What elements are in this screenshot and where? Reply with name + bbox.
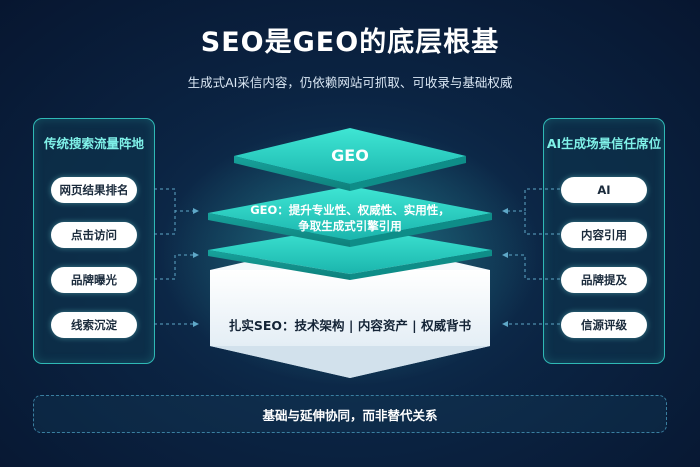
left-item-click: 点击访问 (51, 222, 137, 248)
right-panel-title: AI生成场景信任席位 (546, 136, 662, 151)
right-item-brand-mention: 品牌提及 (561, 267, 647, 293)
left-item-exposure: 品牌曝光 (51, 267, 137, 293)
geo-middle-line1: GEO：提升专业性、权威性、实用性， (250, 203, 450, 217)
right-item-source-rating: 信源评级 (561, 312, 647, 338)
left-panel: 传统搜索流量阵地 网页结果排名 点击访问 品牌曝光 线索沉淀 (33, 118, 155, 364)
right-item-citation: 内容引用 (561, 222, 647, 248)
right-connectors (502, 188, 560, 327)
geo-layer-top (234, 128, 466, 191)
geo-layer-lower (208, 226, 492, 280)
left-item-ranking: 网页结果排名 (51, 177, 137, 203)
page-title: SEO是GEO的底层根基 (200, 27, 500, 58)
footer-banner: 基础与延伸协同，而非替代关系 (33, 395, 667, 433)
geo-layer-middle (208, 186, 492, 247)
seo-base-label: 扎实SEO：技术架构 | 内容资产 | 权威背书 (228, 318, 472, 333)
page-subtitle: 生成式AI采信内容，仍依赖网站可抓取、可收录与基础权威 (187, 75, 513, 90)
geo-middle-line2: 争取生成式引擎引用 (298, 219, 402, 233)
left-connectors (154, 188, 199, 327)
footer-text: 基础与延伸协同，而非替代关系 (262, 407, 438, 423)
right-item-ai: AI (561, 177, 647, 203)
right-panel: AI生成场景信任席位 AI 内容引用 品牌提及 信源评级 (543, 118, 665, 364)
geo-top-label: GEO (331, 146, 369, 165)
left-panel-title: 传统搜索流量阵地 (43, 136, 144, 151)
geo-middle-label: GEO：提升专业性、权威性、实用性， 争取生成式引擎引用 (240, 202, 460, 234)
left-item-leads: 线索沉淀 (51, 312, 137, 338)
